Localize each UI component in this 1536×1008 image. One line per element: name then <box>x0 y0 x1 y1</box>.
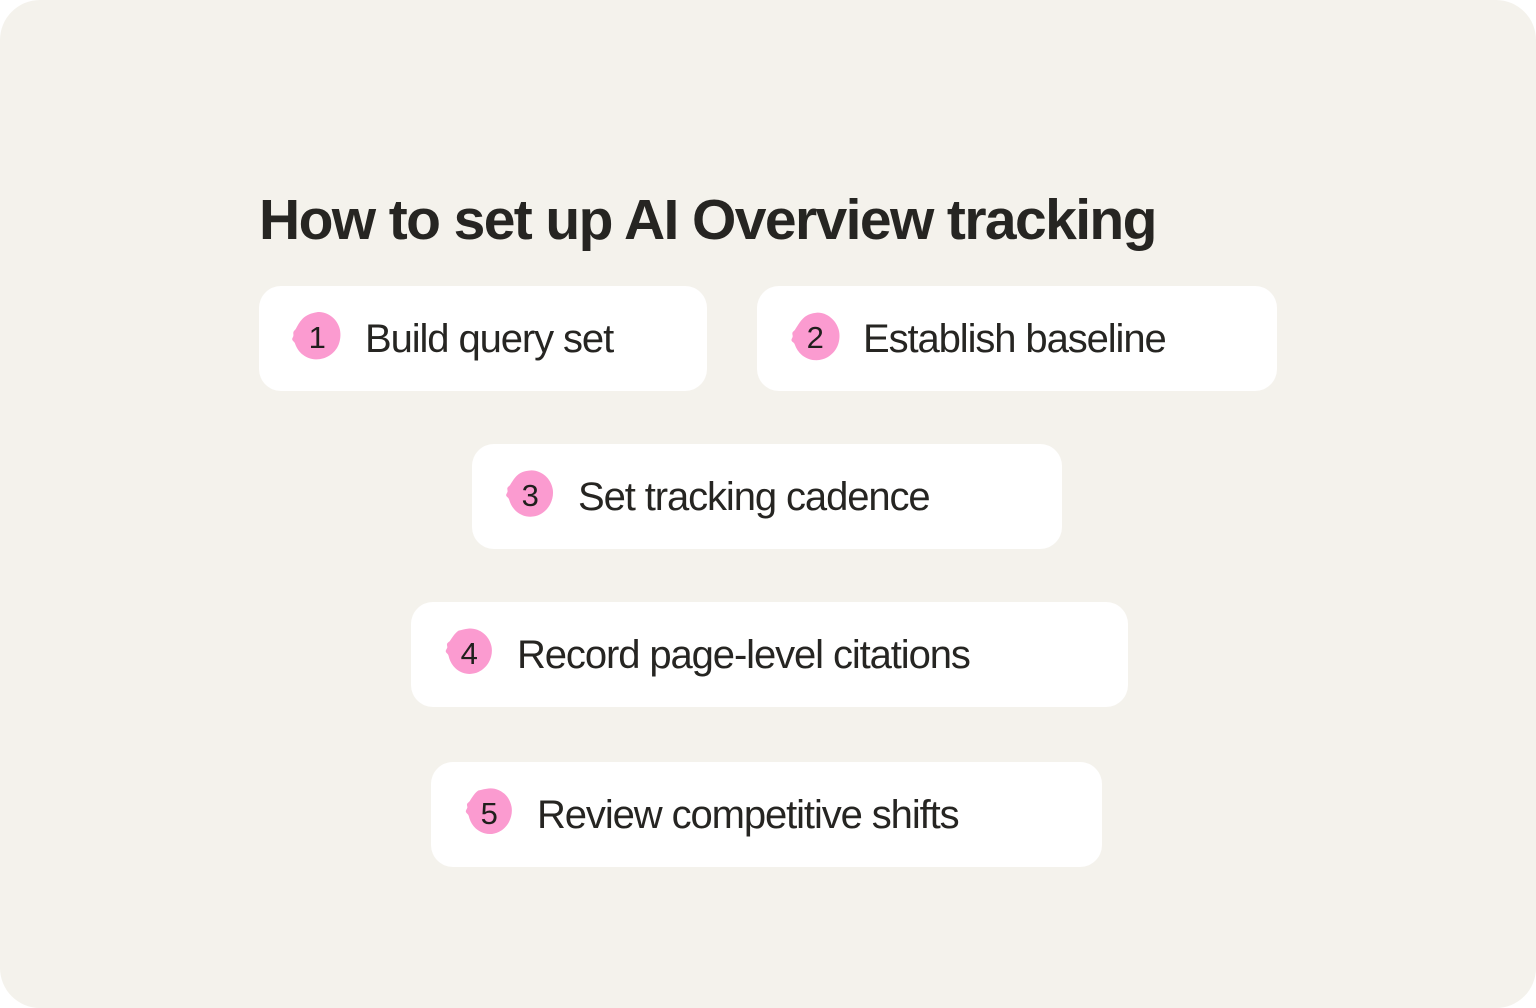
step-number-blob-icon: 3 <box>502 469 558 525</box>
step-card-4[interactable]: 4 Record page-level citations <box>411 602 1128 707</box>
step-number-3: 3 <box>521 478 539 513</box>
step-card-5[interactable]: 5 Review competitive shifts <box>431 762 1102 867</box>
step-card-2[interactable]: 2 Establish baseline <box>757 286 1277 391</box>
step-number-4: 4 <box>460 636 478 671</box>
step-label-1: Build query set <box>365 316 614 361</box>
step-card-3[interactable]: 3 Set tracking cadence <box>472 444 1062 549</box>
step-number-blob-icon: 4 <box>441 627 497 683</box>
step-number-5: 5 <box>480 796 498 831</box>
step-card-1[interactable]: 1 Build query set <box>259 286 707 391</box>
step-label-4: Record page-level citations <box>517 632 971 677</box>
page-title: How to set up AI Overview tracking <box>259 188 1157 253</box>
step-number-blob-icon: 2 <box>787 311 843 367</box>
step-number-2: 2 <box>806 320 824 355</box>
step-label-3: Set tracking cadence <box>578 474 931 519</box>
step-label-5: Review competitive shifts <box>537 792 960 837</box>
step-number-1: 1 <box>308 320 326 355</box>
step-number-blob-icon: 1 <box>289 311 345 367</box>
step-label-2: Establish baseline <box>863 316 1167 361</box>
step-number-blob-icon: 5 <box>461 787 517 843</box>
